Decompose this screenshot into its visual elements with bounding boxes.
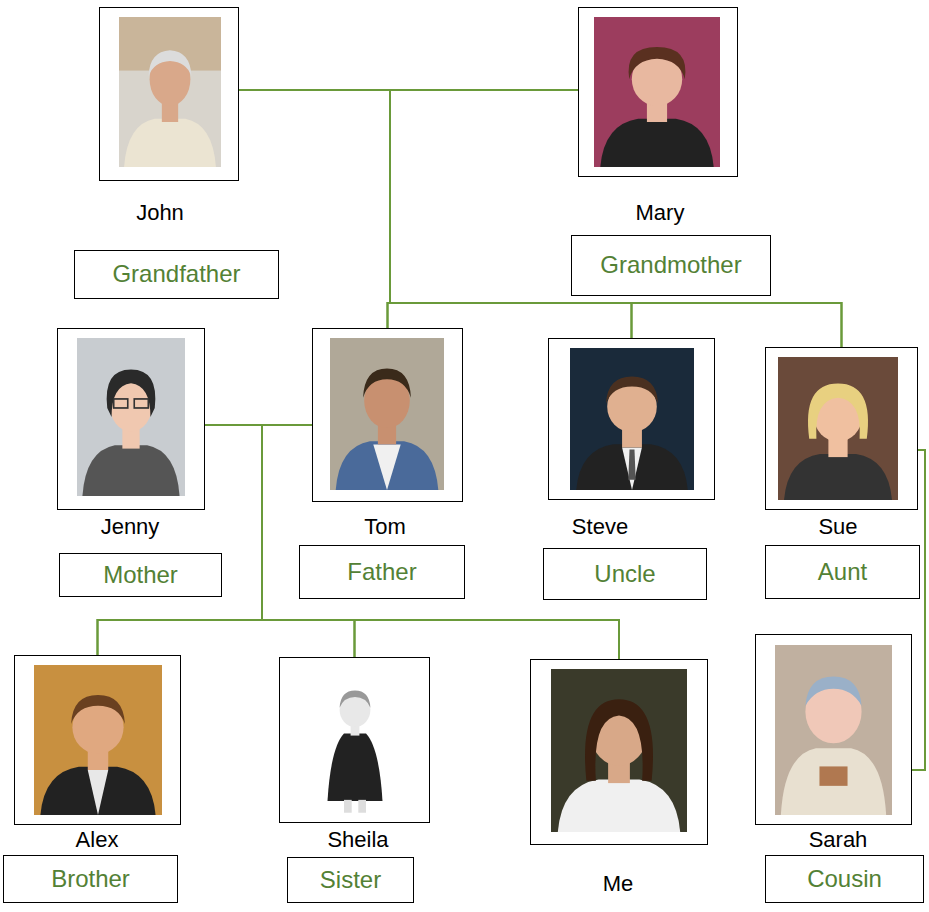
- photo-frame: [57, 328, 205, 510]
- photo-frame: [99, 7, 239, 181]
- person-name: Sheila: [327, 827, 388, 853]
- role-box: Aunt: [765, 545, 920, 599]
- family-line: [205, 425, 355, 657]
- role-label: Brother: [51, 865, 130, 894]
- person-name: Tom: [364, 514, 406, 540]
- role-label: Grandmother: [600, 251, 741, 280]
- family-line: [262, 425, 355, 657]
- role-label: Father: [347, 558, 416, 587]
- role-label: Uncle: [594, 560, 655, 589]
- person-card: SueAunt: [765, 347, 920, 599]
- person-card: MaryGrandmother: [571, 7, 771, 296]
- photo-frame: [548, 338, 715, 500]
- photo-frame: [14, 655, 181, 825]
- portrait-photo: [119, 17, 221, 167]
- role-box: Uncle: [543, 548, 707, 600]
- photo-frame: [755, 634, 912, 825]
- role-label: Grandfather: [112, 260, 240, 289]
- person-card: AlexBrother: [3, 655, 181, 903]
- person-card: SheilaSister: [279, 657, 430, 903]
- photo-frame: [765, 347, 918, 510]
- person-name: Sue: [818, 514, 857, 540]
- role-box: Grandfather: [74, 250, 279, 299]
- portrait-photo: [775, 645, 892, 815]
- person-name: Steve: [572, 514, 628, 540]
- family-line: [388, 90, 579, 328]
- family-line: [390, 90, 842, 347]
- person-card: SteveUncle: [543, 338, 715, 600]
- role-box: Father: [299, 545, 465, 599]
- role-box: Brother: [3, 855, 178, 903]
- role-box: Sister: [287, 857, 414, 903]
- role-label: Mother: [103, 561, 178, 590]
- portrait-photo: [330, 338, 444, 490]
- person-card: JohnGrandfather: [74, 7, 279, 299]
- role-label: Cousin: [807, 865, 882, 894]
- portrait-photo: [778, 357, 898, 500]
- person-card: Me: [530, 659, 708, 897]
- photo-frame: [578, 7, 738, 177]
- photo-frame: [279, 657, 430, 823]
- person-card: SarahCousin: [755, 634, 924, 903]
- role-box: Mother: [59, 553, 222, 597]
- portrait-photo: [570, 348, 694, 490]
- photo-frame: [312, 328, 463, 502]
- person-name: Mary: [636, 200, 685, 226]
- family-line: [912, 450, 925, 770]
- portrait-photo: [77, 338, 185, 496]
- portrait-photo: [594, 17, 720, 167]
- portrait-photo: [551, 669, 687, 832]
- person-name: Me: [603, 871, 634, 897]
- family-line: [205, 425, 619, 659]
- person-name: Alex: [76, 827, 119, 853]
- family-line: [239, 90, 842, 347]
- family-line: [390, 90, 632, 338]
- family-line: [239, 90, 632, 338]
- role-label: Aunt: [818, 558, 867, 587]
- role-label: Sister: [320, 866, 381, 895]
- portrait-photo: [34, 665, 162, 815]
- family-line: [262, 425, 619, 659]
- person-name: Sarah: [809, 827, 868, 853]
- photo-frame: [530, 659, 708, 845]
- role-box: Cousin: [765, 855, 924, 903]
- person-name: John: [136, 200, 184, 226]
- person-name: Jenny: [101, 514, 160, 540]
- role-box: Grandmother: [571, 235, 771, 296]
- person-card: JennyMother: [57, 328, 222, 597]
- portrait-photo: [300, 667, 410, 817]
- person-card: TomFather: [299, 328, 465, 599]
